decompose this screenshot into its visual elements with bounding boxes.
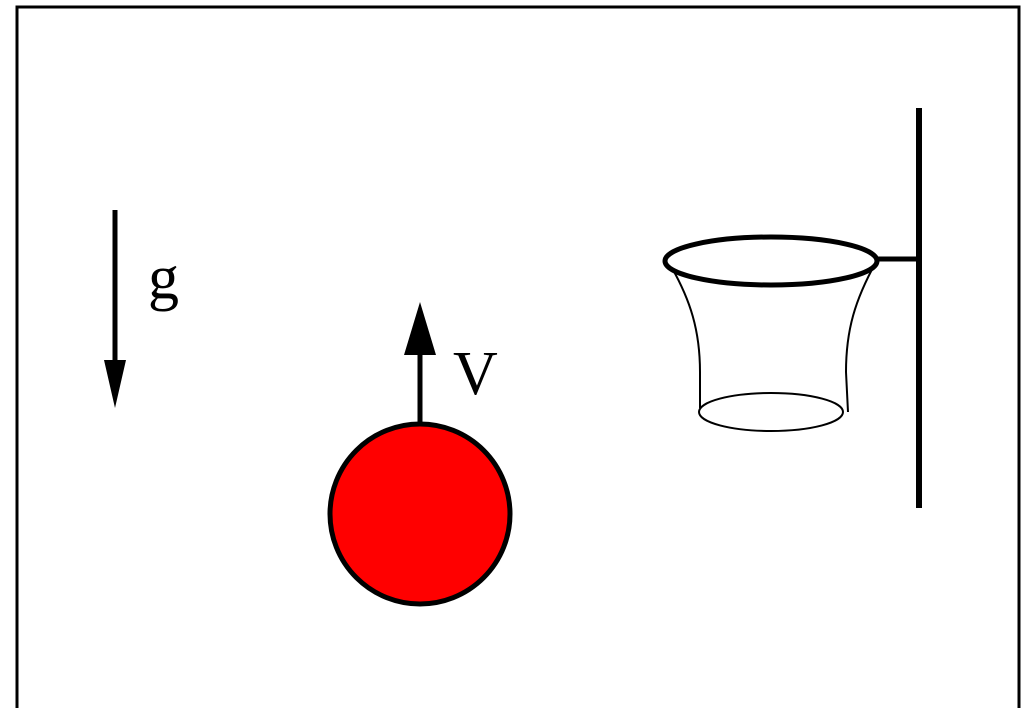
frame-border bbox=[15, 5, 1021, 708]
gravity-arrowhead bbox=[104, 360, 126, 408]
ball bbox=[327, 421, 513, 607]
velocity-label: V bbox=[453, 340, 498, 408]
gravity-label: g bbox=[148, 244, 179, 312]
velocity-arrowhead bbox=[404, 302, 436, 355]
net-bottom bbox=[698, 392, 844, 432]
hoop-net bbox=[671, 261, 877, 432]
hoop-rim bbox=[662, 234, 880, 288]
gravity-arrow bbox=[104, 210, 126, 408]
velocity-arrow bbox=[404, 302, 436, 425]
